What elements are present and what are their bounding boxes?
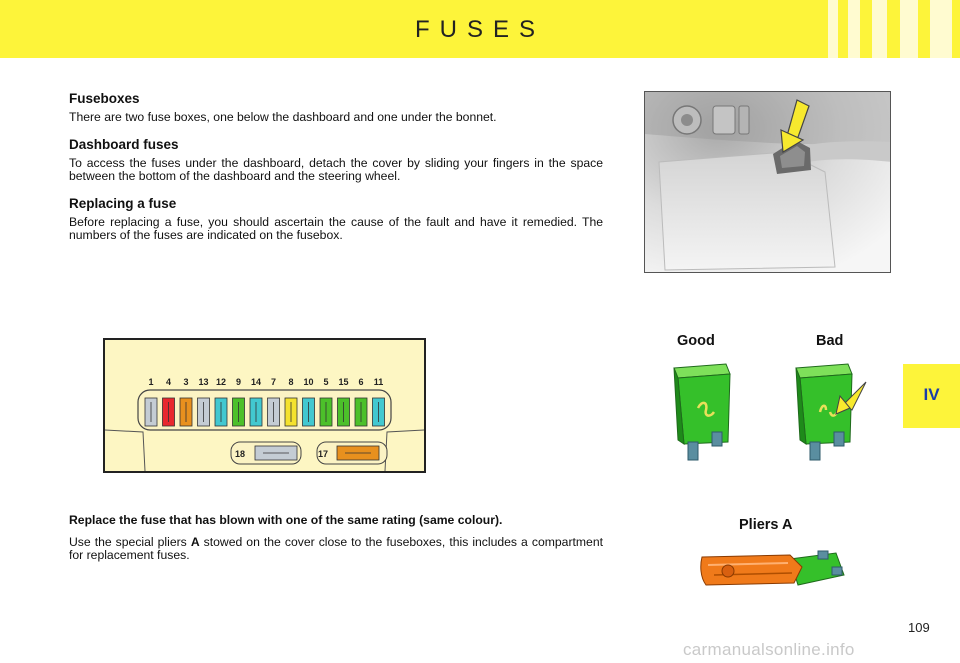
label-pliers: Pliers A — [739, 517, 793, 533]
page-title: FUSES — [414, 16, 545, 43]
maxi-fuse-number-label: 17 — [318, 449, 328, 459]
label-good: Good — [677, 333, 715, 349]
fuse-number-label: 8 — [288, 377, 293, 387]
header-stripes — [820, 0, 960, 58]
fuse-number-label: 9 — [236, 377, 241, 387]
fuse-number-label: 6 — [358, 377, 363, 387]
chapter-tab[interactable]: IV — [903, 364, 960, 428]
text-replace-note: Replace the fuse that has blown with one… — [69, 513, 503, 527]
fuse-number-label: 3 — [183, 377, 188, 387]
pliers-note-letter: A — [190, 534, 200, 549]
maxi-fuse-number-label: 18 — [235, 449, 245, 459]
label-bad: Bad — [816, 333, 844, 349]
heading-fuseboxes: Fuseboxes — [69, 91, 140, 106]
text-fuseboxes: There are two fuse boxes, one below the … — [69, 110, 497, 124]
fuse-number-label: 4 — [166, 377, 171, 387]
fuse-number-label: 10 — [303, 377, 313, 387]
fuse-number-label: 13 — [198, 377, 208, 387]
text-replacing-fuse: Before replacing a fuse, you should asce… — [69, 214, 603, 242]
bad-fuse-icon — [795, 363, 867, 461]
pliers-note-end: stowed on the cover close to the fusebox… — [69, 534, 603, 562]
fuse-number-label: 12 — [216, 377, 226, 387]
text-column-top: Fuseboxes There are two fuse boxes, one … — [69, 91, 603, 255]
text-dashboard-fuses: To access the fuses under the dashboard,… — [69, 155, 603, 183]
fuse-number-label: 14 — [251, 377, 261, 387]
watermark: carmanualsonline.info — [683, 640, 855, 659]
pliers-icon — [700, 550, 845, 586]
pliers-note-start: Use the special pliers — [69, 534, 191, 549]
fuse-number-label: 15 — [338, 377, 348, 387]
heading-replacing-fuse: Replacing a fuse — [69, 195, 177, 211]
page-number: 109 — [908, 620, 930, 635]
fuse-number-label: 5 — [323, 377, 328, 387]
good-fuse-icon — [673, 363, 731, 461]
header-band: FUSES — [0, 0, 960, 58]
fuse-number-label: 1 — [148, 377, 153, 387]
fuse-number-label: 11 — [374, 377, 384, 387]
text-pliers-note: Use the special pliers A stowed on the c… — [69, 534, 603, 563]
dashboard-photo — [644, 91, 891, 273]
heading-dashboard-fuses: Dashboard fuses — [69, 136, 179, 152]
fuse-number-label: 7 — [271, 377, 276, 387]
chapter-label: IV — [923, 385, 940, 404]
text-column-bottom: Replace the fuse that has blown with one… — [69, 513, 603, 575]
